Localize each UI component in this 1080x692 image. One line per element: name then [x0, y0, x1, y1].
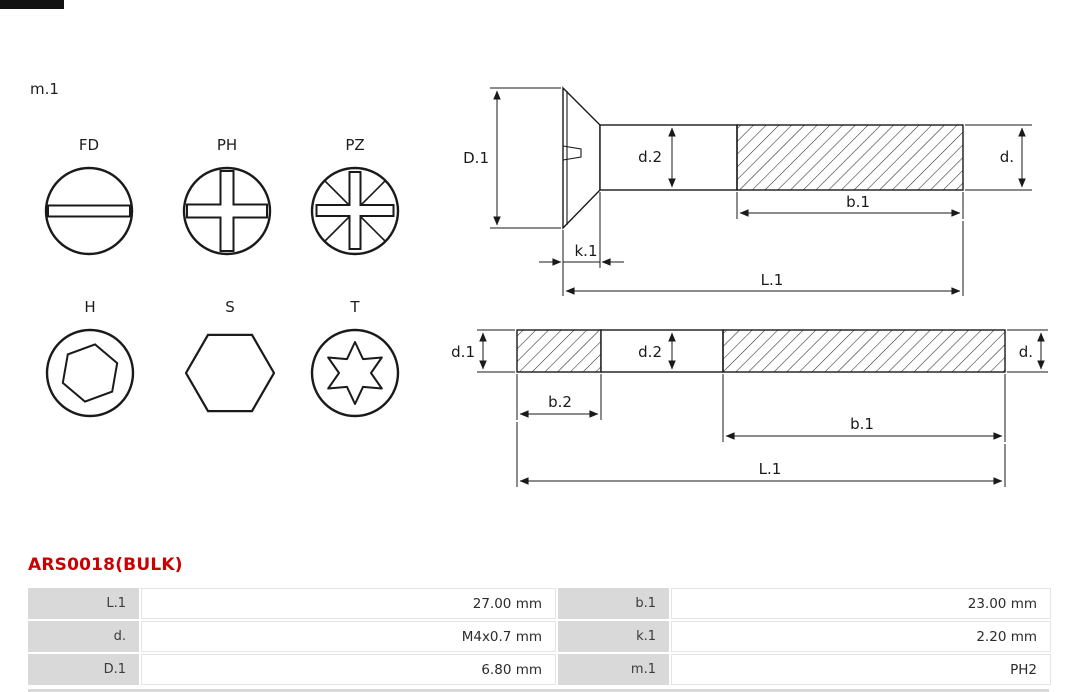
dim-label-d-b: d. [1019, 343, 1033, 361]
dim-L1-bottom: L.1 [516, 422, 1006, 487]
drive-t-label: T [350, 298, 360, 316]
dim-d-top: d. [965, 124, 1032, 191]
countersunk-screw-drawing: D.1 d.2 d. b.1 [463, 86, 1032, 296]
spec-value-L1: 27.00 mm [141, 588, 556, 619]
technical-drawing: D.1 d.2 d. b.1 [451, 86, 1048, 487]
dim-b1-bottom: b.1 [722, 374, 1006, 442]
dim-k1-top: k.1 [539, 192, 624, 268]
dim-label-b1-b: b.1 [850, 415, 874, 433]
dim-label-D1: D.1 [463, 149, 489, 167]
drive-s-label: S [225, 298, 235, 316]
dim-L1-top: L.1 [562, 221, 964, 296]
dim-d2-bottom: d.2 [638, 332, 676, 370]
drive-type-ph: PH [182, 136, 272, 260]
dim-d-bottom: d. [1007, 329, 1048, 373]
phillips-drive-icon [182, 166, 272, 256]
spec-label-D1: D.1 [28, 654, 139, 685]
spec-label-d: d. [28, 621, 139, 652]
dim-D1-top: D.1 [463, 87, 561, 229]
dim-label-b2-b: b.2 [548, 393, 572, 411]
screw-shank [599, 124, 738, 191]
drive-type-s: S [184, 298, 276, 422]
dim-label-b1: b.1 [846, 193, 870, 211]
dim-label-L1-b: L.1 [759, 460, 782, 478]
hex-socket-drive-icon [45, 328, 135, 418]
drive-type-fd: FD [44, 136, 134, 260]
dim-b1-top: b.1 [736, 192, 964, 219]
stud-thread-right [722, 329, 1006, 373]
hex-external-drive-icon [184, 333, 276, 413]
screw-thread [736, 124, 964, 191]
spec-table: L.1 27.00 mm b.1 23.00 mm d. M4x0.7 mm k… [28, 588, 1051, 685]
spec-value-d: M4x0.7 mm [141, 621, 556, 652]
part-number: ARS0018(BULK) [28, 555, 183, 575]
table-next-row-clipped [28, 689, 1049, 692]
spec-value-k1: 2.20 mm [671, 621, 1051, 652]
spec-label-b1: b.1 [558, 588, 669, 619]
spec-value-b1: 23.00 mm [671, 588, 1051, 619]
slotted-drive-icon [44, 166, 134, 256]
drive-type-h: H [45, 298, 135, 422]
dim-label-d1-b: d.1 [451, 343, 475, 361]
spec-value-D1: 6.80 mm [141, 654, 556, 685]
brand-logo-fragment [0, 0, 64, 9]
dim-label-d: d. [1000, 148, 1014, 166]
drive-type-pz: PZ [310, 136, 400, 260]
spec-label-L1: L.1 [28, 588, 139, 619]
drive-h-label: H [84, 298, 96, 316]
torx-drive-icon [310, 328, 400, 418]
dim-b2-bottom: b.2 [516, 374, 602, 420]
m1-label: m.1 [30, 80, 59, 98]
dim-label-k1: k.1 [575, 242, 598, 260]
dim-label-L1: L.1 [761, 271, 784, 289]
drive-type-t: T [310, 298, 400, 422]
screw-head [562, 86, 601, 230]
spec-label-k1: k.1 [558, 621, 669, 652]
drive-ph-label: PH [216, 136, 238, 154]
dim-label-d2: d.2 [638, 148, 662, 166]
drive-fd-label: FD [78, 136, 100, 154]
screw-slot [562, 145, 582, 161]
spec-value-m1: PH2 [671, 654, 1051, 685]
pozidriv-drive-icon [310, 166, 400, 256]
dim-d2-top: d.2 [638, 127, 676, 188]
dim-d1-bottom: d.1 [451, 329, 515, 373]
spec-label-m1: m.1 [558, 654, 669, 685]
dim-label-d2-b: d.2 [638, 343, 662, 361]
stud-thread-left [516, 329, 602, 373]
drive-pz-label: PZ [345, 136, 365, 154]
stud-drawing: d.1 d.2 d. b.2 b.1 [451, 329, 1048, 487]
stud-body [600, 329, 724, 373]
